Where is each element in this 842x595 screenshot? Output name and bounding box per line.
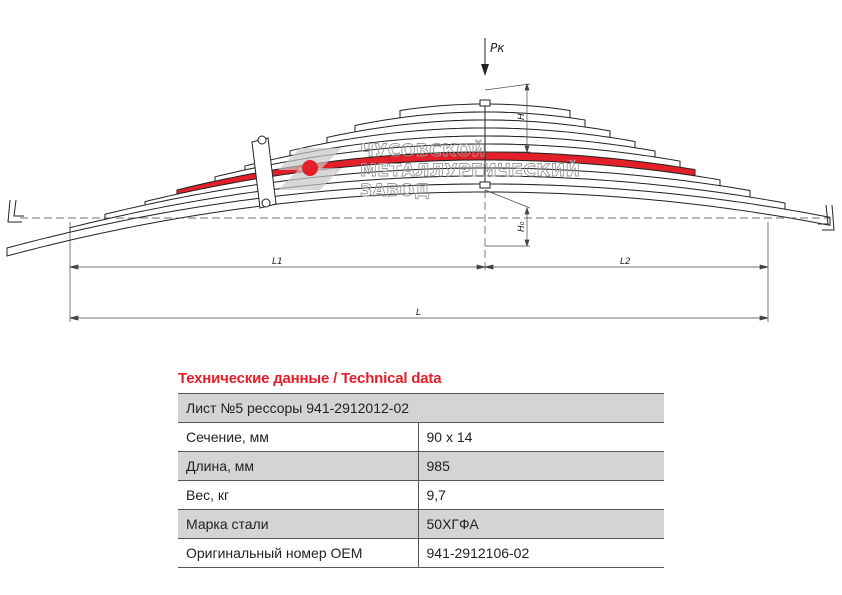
- leaf-clamp: [251, 135, 277, 209]
- spec-row: Сечение, мм 90 х 14: [178, 422, 664, 452]
- spec-value: 90 х 14: [417, 422, 664, 452]
- spec-label: Длина, мм: [178, 451, 418, 481]
- spec-row: Марка стали 50ХГФА: [178, 509, 664, 539]
- spec-value: 50ХГФА: [417, 509, 664, 539]
- leaf-spring-drawing: ЧУСОВСКОЙ МЕТАЛЛУРГИЧЕСКИЙ ЗАВОД Pк H H₀…: [6, 38, 835, 322]
- right-spring-eye: [818, 204, 835, 231]
- l-label: L: [416, 308, 421, 318]
- l-dimension: [69, 315, 769, 321]
- height-label: H: [517, 113, 527, 120]
- l1-label: L1: [272, 257, 283, 267]
- force-label: Pк: [490, 41, 505, 55]
- spec-header: Лист №5 рессоры 941-2912012-02: [178, 393, 664, 423]
- l2-label: L2: [620, 257, 631, 267]
- spec-value: 941-2912106-02: [417, 538, 664, 568]
- watermark-logo: [278, 148, 342, 190]
- spec-value: 985: [417, 451, 664, 481]
- spec-title: Технические данные / Technical data: [178, 370, 442, 387]
- spring-leaf: [6, 183, 831, 257]
- watermark-line-2: МЕТАЛЛУРГИЧЕСКИЙ: [360, 159, 580, 181]
- spec-label: Марка стали: [178, 509, 418, 539]
- spec-value: 9,7: [417, 480, 664, 510]
- height0-dimension: [524, 206, 530, 248]
- height-dimension: [524, 82, 530, 154]
- force-arrow: [481, 38, 489, 76]
- watermark-line-3: ЗАВОД: [360, 181, 430, 201]
- spec-header-row: Лист №5 рессоры 941-2912012-02: [178, 393, 664, 423]
- height0-label: H₀: [517, 221, 527, 232]
- l2-dimension: [484, 264, 769, 270]
- spec-label: Вес, кг: [178, 480, 418, 510]
- spec-label: Сечение, мм: [178, 422, 418, 452]
- watermark-line-1: ЧУСОВСКОЙ: [360, 139, 486, 161]
- spec-row: Длина, мм 985: [178, 451, 664, 481]
- spec-table: Лист №5 рессоры 941-2912012-02 Сечение, …: [178, 393, 664, 568]
- center-bolt: [479, 99, 491, 189]
- spec-row: Оригинальный номер OEM 941-2912106-02: [178, 538, 664, 568]
- reference-lines: [20, 83, 830, 322]
- spec-row: Вес, кг 9,7: [178, 480, 664, 510]
- spec-label: Оригинальный номер OEM: [178, 538, 418, 568]
- left-spring-eye: [7, 199, 24, 223]
- l1-dimension: [69, 264, 486, 270]
